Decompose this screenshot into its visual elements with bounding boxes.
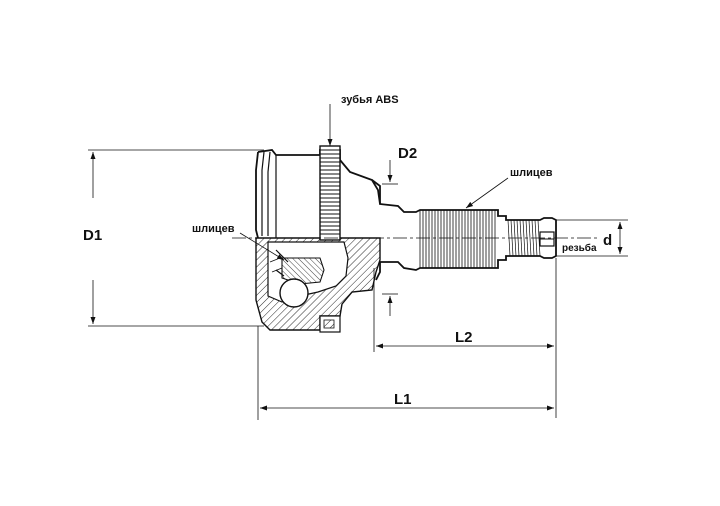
dim-l2 — [373, 258, 557, 418]
stub-shaft — [371, 179, 557, 281]
splines-outer-label: шлицев — [510, 167, 553, 179]
d-label: d — [603, 232, 612, 249]
d2-label: D2 — [398, 145, 417, 162]
l2-label: L2 — [455, 329, 473, 346]
dim-d — [556, 219, 628, 257]
dim-d2 — [382, 160, 398, 316]
callout-splines-outer — [465, 177, 509, 209]
joint-housing — [255, 149, 381, 333]
abs-ring — [319, 145, 341, 241]
ball — [279, 278, 309, 308]
dim-l1 — [257, 326, 554, 420]
dim-d1 — [88, 149, 264, 327]
l1-label: L1 — [394, 391, 412, 408]
d1-label: D1 — [83, 227, 102, 244]
thread-label: резьба — [562, 242, 597, 254]
callout-splines-inner — [239, 232, 285, 261]
splines-inner-label: шлицев — [192, 223, 235, 235]
abs-teeth-label: зубья ABS — [341, 94, 399, 106]
